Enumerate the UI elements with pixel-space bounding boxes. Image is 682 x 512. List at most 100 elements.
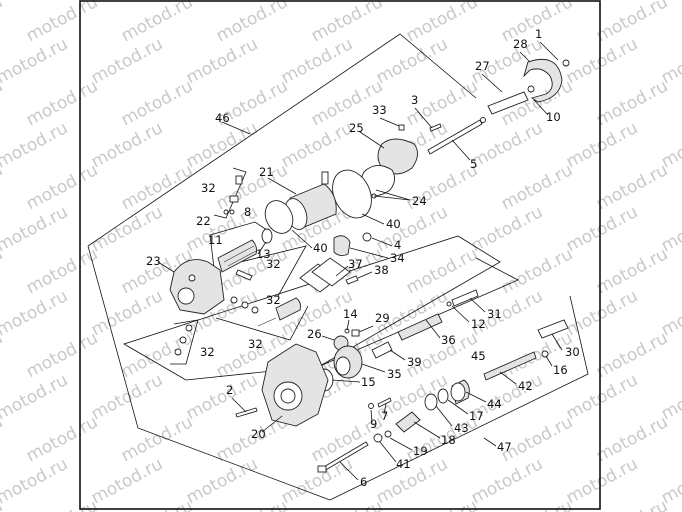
shaft-42 [483, 351, 537, 381]
screw-38 [345, 275, 359, 285]
bracket-46 [87, 33, 477, 247]
bracket-45b [319, 257, 519, 367]
diagram-frame [79, 0, 601, 510]
nut-4 [362, 232, 372, 242]
callout-label-9: 9 [370, 417, 377, 431]
spring-31 [451, 289, 479, 307]
callout-label-6: 6 [360, 475, 367, 489]
callout-label-7: 7 [381, 409, 388, 423]
watermark-text: motod.ru [658, 0, 682, 4]
washer-9 [368, 403, 374, 409]
idle-gear-35 [333, 345, 363, 379]
callout-label-41: 41 [396, 457, 411, 471]
pinion-18 [395, 411, 421, 433]
clutch-44 [450, 379, 470, 405]
callout-label-23: 23 [146, 254, 161, 268]
callout-label-22: 22 [196, 214, 211, 228]
callout-label-2: 2 [226, 383, 233, 397]
callout-label-31: 31 [487, 307, 502, 321]
bracket-46-left [87, 245, 331, 501]
ball-12 [446, 301, 452, 307]
ring-17 [437, 388, 449, 404]
callout-label-43: 43 [454, 421, 469, 435]
bracket-22 [209, 221, 271, 236]
bracket-47 [329, 295, 589, 501]
callout-label-18: 18 [441, 433, 456, 447]
callout-label-36: 36 [441, 333, 456, 347]
ring-43 [424, 393, 438, 411]
callout-label-28: 28 [513, 37, 528, 51]
terminal-34 [333, 235, 351, 257]
callout-label-20: 20 [251, 427, 266, 441]
brush-parts-8 [223, 175, 243, 215]
bracket-22b [209, 234, 215, 269]
callout-label-21: 21 [259, 165, 274, 179]
callout-label-11: 11 [208, 233, 223, 247]
screw-7 [377, 397, 392, 408]
screw-3 [429, 123, 442, 132]
callout-label-17: 17 [469, 409, 484, 423]
callout-label-25: 25 [349, 121, 364, 135]
spring-39 [371, 341, 393, 359]
bolt-6 [317, 441, 369, 473]
yoke-21 [284, 171, 337, 230]
callout-label-46: 46 [215, 111, 230, 125]
callout-label-19: 19 [413, 444, 428, 458]
callout-label-4: 4 [394, 238, 401, 252]
bracket-32-mid2 [215, 305, 309, 341]
callout-label-32: 32 [248, 337, 263, 351]
callout-label-14: 14 [343, 307, 358, 321]
washer-19 [384, 430, 392, 438]
callout-label-32: 32 [200, 345, 215, 359]
callout-label-42: 42 [518, 379, 533, 393]
bracket-32-mid [223, 245, 307, 297]
clip-16 [541, 350, 549, 358]
callout-label-47: 47 [497, 440, 512, 454]
callout-label-15: 15 [361, 375, 376, 389]
callout-label-32: 32 [266, 257, 281, 271]
callout-label-40: 40 [386, 217, 401, 231]
washer-41 [373, 433, 383, 443]
callout-label-8: 8 [244, 205, 251, 219]
bearing-13 [261, 228, 273, 244]
bracket-32-low [170, 319, 199, 365]
shaft-27 [487, 85, 535, 115]
callout-label-29: 29 [375, 311, 390, 325]
callout-label-12: 12 [471, 317, 486, 331]
callout-label-24: 24 [412, 194, 427, 208]
retainer-29 [351, 329, 360, 337]
o-ring-40-mid [264, 200, 294, 234]
solenoid-plunger [257, 297, 301, 327]
bracket-32-top [213, 167, 247, 219]
callout-label-40: 40 [313, 241, 328, 255]
through-bolt-5 [427, 117, 486, 155]
hardware-32 [174, 269, 259, 356]
callout-label-16: 16 [553, 363, 568, 377]
callout-label-13: 13 [256, 247, 271, 261]
callout-label-39: 39 [407, 355, 422, 369]
callout-label-30: 30 [565, 345, 580, 359]
callout-label-37: 37 [348, 257, 363, 271]
callout-label-44: 44 [487, 397, 502, 411]
callout-label-32: 32 [266, 293, 281, 307]
callout-label-26: 26 [307, 327, 322, 341]
leader-lines [157, 41, 563, 481]
callout-label-3: 3 [411, 93, 418, 107]
callout-label-5: 5 [470, 157, 477, 171]
armature-11 [217, 239, 257, 273]
bolt-2 [235, 407, 258, 418]
callout-label-35: 35 [387, 367, 402, 381]
housing-23 [169, 259, 225, 315]
callout-label-1: 1 [535, 27, 542, 41]
sleeve-30 [537, 319, 569, 339]
brush-cover-25 [377, 124, 418, 175]
end-cover-28 [523, 58, 570, 103]
shaft-36 [397, 313, 443, 341]
callout-label-45: 45 [471, 349, 486, 363]
callout-label-27: 27 [475, 59, 490, 73]
front-housing-20 [261, 343, 329, 427]
callout-label-33: 33 [372, 103, 387, 117]
